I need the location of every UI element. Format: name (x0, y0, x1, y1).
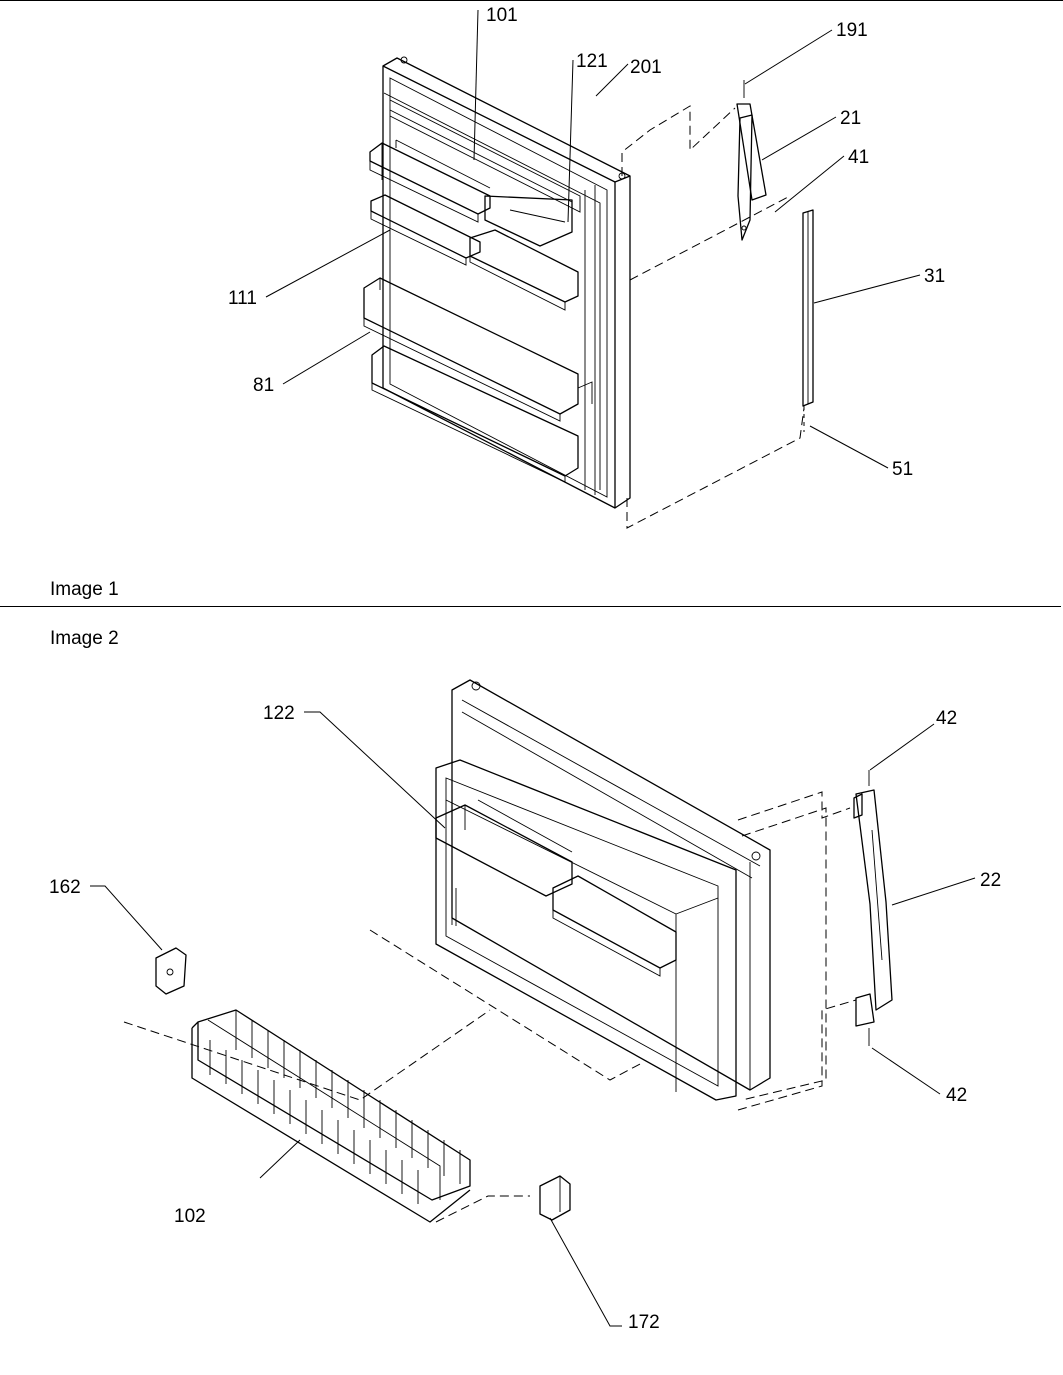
assembly-line (629, 195, 791, 281)
fresh-food-door-assembly (363, 56, 631, 509)
callout-51: 51 (892, 459, 913, 480)
assembly-line (737, 791, 851, 821)
section-divider (0, 606, 1061, 607)
callout-111: 111 (228, 288, 257, 309)
assembly-line (741, 807, 827, 1101)
callout-101: 101 (486, 5, 518, 26)
callout-21: 21 (840, 108, 861, 129)
assembly-line (737, 999, 857, 1111)
bracket-162 (155, 947, 187, 995)
freezer-drawer-assembly (435, 679, 771, 1101)
callout-162: 162 (49, 877, 81, 898)
handle-21 (736, 80, 767, 241)
callout-42-top: 42 (936, 708, 957, 729)
assembly-line (123, 1009, 491, 1101)
callout-81: 81 (253, 375, 274, 396)
callout-22: 22 (980, 870, 1001, 891)
image-2-caption: Image 2 (50, 628, 119, 649)
callout-121: 121 (576, 51, 608, 72)
callout-102: 102 (174, 1206, 206, 1227)
callout-42-bottom: 42 (946, 1085, 967, 1106)
callout-41: 41 (848, 147, 869, 168)
handle-22 (853, 770, 893, 1046)
image-1-caption: Image 1 (50, 579, 119, 600)
assembly-line (621, 105, 736, 176)
callout-191: 191 (836, 20, 868, 41)
wire-basket-102 (191, 1009, 471, 1223)
callout-201: 201 (630, 57, 662, 78)
assembly-line (626, 407, 805, 529)
bracket-172 (539, 1175, 571, 1221)
top-border-rule (0, 0, 1063, 1)
assembly-line (369, 929, 641, 1081)
callout-122: 122 (263, 703, 295, 724)
callout-31: 31 (924, 266, 945, 287)
callout-172: 172 (628, 1312, 660, 1333)
trim-strip-31 (802, 209, 814, 407)
assembly-line (435, 1195, 530, 1223)
